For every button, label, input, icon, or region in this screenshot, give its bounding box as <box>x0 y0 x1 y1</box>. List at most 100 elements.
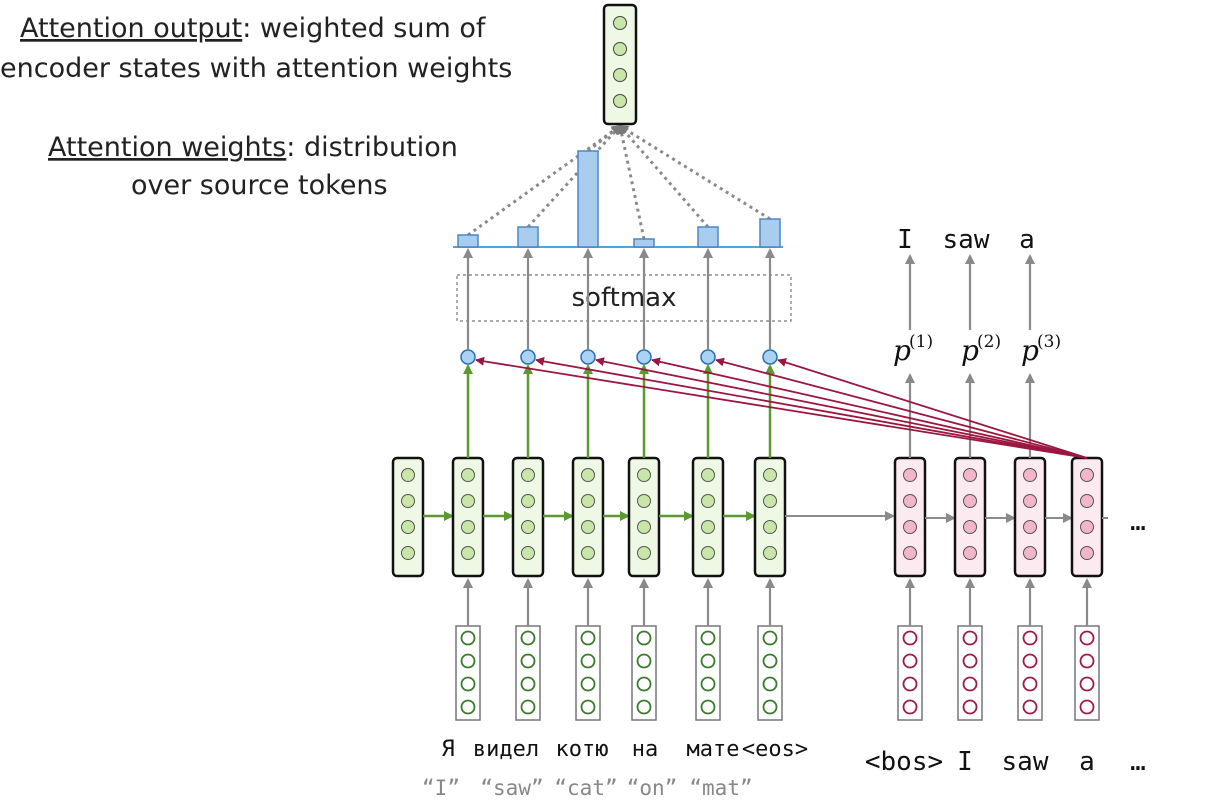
attention-output-cell <box>602 3 638 126</box>
target-embedding-unit <box>1022 630 1038 646</box>
target-embedding-unit <box>1022 676 1038 692</box>
encoder-unit <box>521 546 535 560</box>
target-embedding-unit <box>1022 653 1038 669</box>
target-embedding-unit <box>1022 699 1038 715</box>
decoder-unit <box>1023 520 1037 534</box>
target-embedding-unit <box>1079 653 1095 669</box>
decoder-unit <box>903 494 917 508</box>
attention-score-dot <box>762 349 778 365</box>
attention-output-unit <box>613 16 627 30</box>
attention-output-unit <box>613 42 627 56</box>
decoder-query-arrow <box>715 357 1088 459</box>
attention-weights-desc: : distribution <box>286 132 458 163</box>
source-embedding-unit <box>700 653 716 669</box>
attention-dotted-link <box>587 124 622 153</box>
source-token: видел <box>473 737 539 762</box>
source-embedding-unit <box>762 676 778 692</box>
source-embedding-unit <box>636 676 652 692</box>
decoder-query-arrow <box>777 358 1088 459</box>
encoder-unit <box>521 468 535 482</box>
source-embedding-unit <box>762 630 778 646</box>
attention-output-caption: Attention output: weighted sum of <box>20 13 487 44</box>
attention-weights-caption: Attention weights: distribution <box>48 132 458 163</box>
attention-score-dot <box>636 349 652 365</box>
source-embedding-unit <box>762 653 778 669</box>
attention-weights-title: Attention weights <box>48 132 286 163</box>
source-gloss: “I” <box>422 776 460 800</box>
source-gloss: “cat” <box>554 776 617 800</box>
attention-dotted-link <box>526 124 622 229</box>
attention-output-desc: : weighted sum of <box>242 13 487 44</box>
decoder-ellipsis: … <box>1130 507 1146 537</box>
prediction-superscript: (3) <box>1037 332 1061 352</box>
attention-weight-connections <box>467 124 771 240</box>
attention-weight-bar <box>577 150 599 248</box>
encoder-unit <box>461 468 475 482</box>
decoder-unit <box>1023 494 1037 508</box>
encoder-unit <box>461 546 475 560</box>
attention-weight-bar <box>457 234 479 248</box>
source-embedding-unit <box>580 699 596 715</box>
score-to-softmax-arrows <box>463 248 775 349</box>
encoder-unit <box>637 468 651 482</box>
encoder-unit <box>637 494 651 508</box>
attention-output-caption-line2: encoder states with attention weights <box>0 53 512 84</box>
attention-score-dot <box>460 349 476 365</box>
decoder-unit <box>903 546 917 560</box>
decoder-unit <box>1080 546 1094 560</box>
encoder-unit <box>581 468 595 482</box>
target-embedding-unit <box>1079 676 1095 692</box>
source-embedding-unit <box>636 699 652 715</box>
source-token: котю <box>556 737 609 762</box>
encoder-unit <box>401 520 415 534</box>
source-embedding-unit <box>460 676 476 692</box>
source-embedding-unit <box>700 630 716 646</box>
encoder-unit <box>461 520 475 534</box>
source-embedding-unit <box>520 653 536 669</box>
decoder-unit <box>963 494 977 508</box>
source-embedding-unit <box>460 653 476 669</box>
decoder-query-arrows <box>475 356 1088 459</box>
prediction-symbol: p <box>961 334 979 367</box>
encoder-unit <box>701 520 715 534</box>
attention-score-dots <box>460 349 778 365</box>
softmax-box <box>456 274 792 322</box>
encoder-unit <box>581 494 595 508</box>
target-input-token: … <box>1130 747 1146 777</box>
encoder-unit <box>637 546 651 560</box>
attention-output-unit <box>613 68 627 82</box>
attention-score-dot <box>700 349 716 365</box>
encoder-unit <box>581 546 595 560</box>
attention-dotted-link <box>618 124 771 221</box>
decoder-query-arrow <box>651 357 1088 459</box>
source-embedding-unit <box>580 653 596 669</box>
target-embedding-unit <box>902 699 918 715</box>
attention-output-vector <box>602 3 638 126</box>
prediction-superscript: (1) <box>909 332 933 352</box>
source-embedding-unit <box>460 699 476 715</box>
encoder-unit <box>637 520 651 534</box>
decoder-unit <box>963 520 977 534</box>
encoder-unit <box>461 494 475 508</box>
attention-output-unit <box>613 94 627 108</box>
attention-weights-caption-line2: over source tokens <box>131 170 388 201</box>
source-embedding-unit <box>520 676 536 692</box>
encoder-unit <box>763 494 777 508</box>
source-token: на <box>632 737 659 762</box>
source-embedding-unit <box>700 676 716 692</box>
target-output-token: saw <box>943 225 990 255</box>
source-gloss: “mat” <box>689 776 752 800</box>
encoder-unit <box>701 546 715 560</box>
target-output-token: I <box>897 225 913 255</box>
target-input-token: <bos> <box>865 747 943 777</box>
decoder-query-arrow <box>595 357 1088 459</box>
encoder-unit <box>521 494 535 508</box>
source-embedding-unit <box>520 630 536 646</box>
source-embedding-unit <box>460 630 476 646</box>
decoder-unit <box>903 520 917 534</box>
target-embedding-unit <box>1079 630 1095 646</box>
encoder-unit <box>401 546 415 560</box>
decoder-query-arrow <box>475 356 1088 459</box>
target-embedding-unit <box>962 630 978 646</box>
